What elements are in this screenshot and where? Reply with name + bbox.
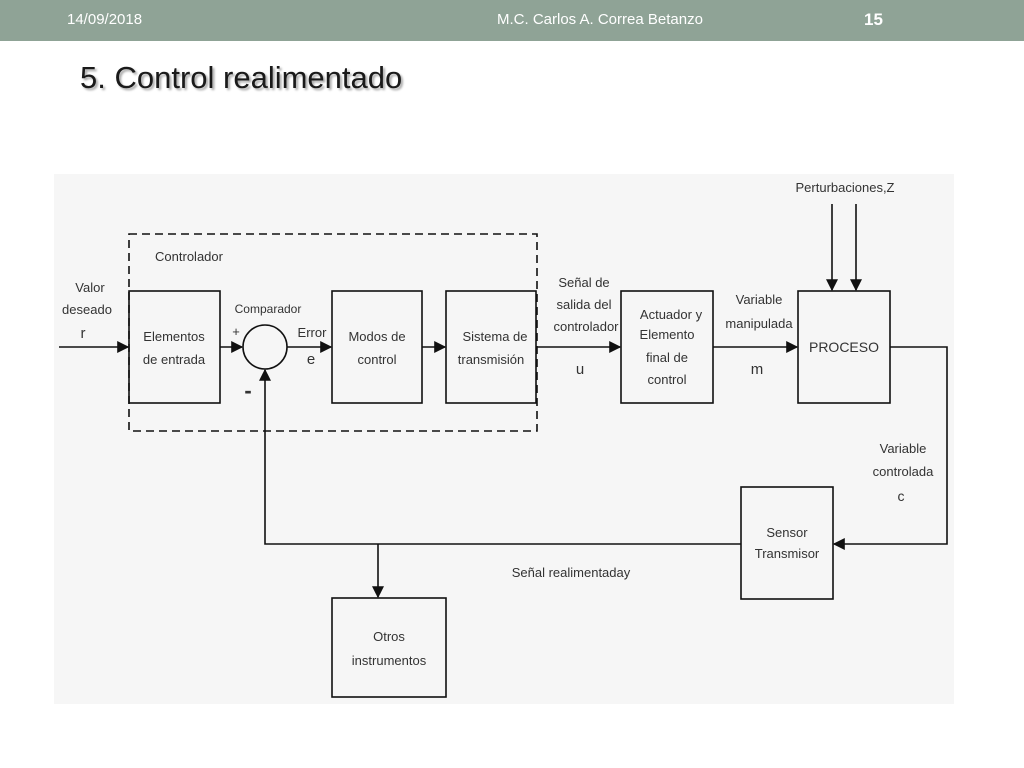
actuator-line1: Actuador y xyxy=(640,307,703,322)
controller-output-line2: salida del xyxy=(557,297,612,312)
manipulated-symbol: m xyxy=(751,361,764,378)
transmission-line1: Sistema de xyxy=(462,329,527,344)
controlled-line1: Variable xyxy=(880,441,927,456)
diagram-svg: Controlador Valor deseado r Comparador +… xyxy=(59,180,948,698)
manipulated-line2: manipulada xyxy=(725,316,793,331)
controlled-symbol: c xyxy=(898,488,905,504)
header-date: 14/09/2018 xyxy=(67,11,143,28)
actuator-line4: control xyxy=(647,372,686,387)
comparator-label: Comparador xyxy=(235,302,302,316)
input-elements-line1: Elementos xyxy=(143,329,205,344)
disturbances-label: Perturbaciones,Z xyxy=(796,180,895,195)
block-sensor xyxy=(740,486,834,600)
minus-sign: - xyxy=(244,378,251,403)
arrow-controlled-variable xyxy=(832,346,948,550)
input-symbol: r xyxy=(81,325,86,342)
control-modes-line2: control xyxy=(357,352,396,367)
control-loop-diagram: Controlador Valor deseado r Comparador +… xyxy=(54,174,954,704)
other-instruments-line2: instrumentos xyxy=(352,653,427,668)
error-symbol: e xyxy=(307,351,315,368)
input-elements-line2: de entrada xyxy=(143,352,206,367)
actuator-line2: Elemento xyxy=(640,327,695,342)
controlled-line2: controlada xyxy=(873,464,934,479)
transmission-line2: transmisión xyxy=(458,352,524,367)
plus-sign: + xyxy=(232,324,240,339)
block-input-elements xyxy=(128,290,221,404)
arrow-feedback xyxy=(259,368,741,545)
slide-title: 5. Control realimentado xyxy=(80,60,403,95)
block-control-modes xyxy=(331,290,423,404)
feedback-label: Señal realimentaday xyxy=(512,565,631,580)
control-modes-line1: Modos de xyxy=(348,329,405,344)
other-instruments-line1: Otros xyxy=(373,629,405,644)
input-label-line1: Valor xyxy=(75,280,105,295)
controller-group-label: Controlador xyxy=(155,249,224,264)
controller-output-line3: controlador xyxy=(553,319,619,334)
error-label: Error xyxy=(298,325,328,340)
sensor-line1: Sensor xyxy=(766,525,808,540)
sensor-line2: Transmisor xyxy=(755,546,820,561)
manipulated-line1: Variable xyxy=(736,292,783,307)
actuator-line3: final de xyxy=(646,350,688,365)
input-label-line2: deseado xyxy=(62,302,112,317)
block-other-instruments xyxy=(331,597,447,698)
process-label: PROCESO xyxy=(809,339,879,355)
header-author: M.C. Carlos A. Correa Betanzo xyxy=(497,11,703,28)
controller-output-symbol: u xyxy=(576,361,584,378)
comparator-circle xyxy=(242,324,288,370)
controller-output-line1: Señal de xyxy=(558,275,609,290)
block-transmission xyxy=(445,290,537,404)
header-bar: 14/09/2018 M.C. Carlos A. Correa Betanzo… xyxy=(0,0,1024,41)
slide-number: 15 xyxy=(864,10,883,29)
